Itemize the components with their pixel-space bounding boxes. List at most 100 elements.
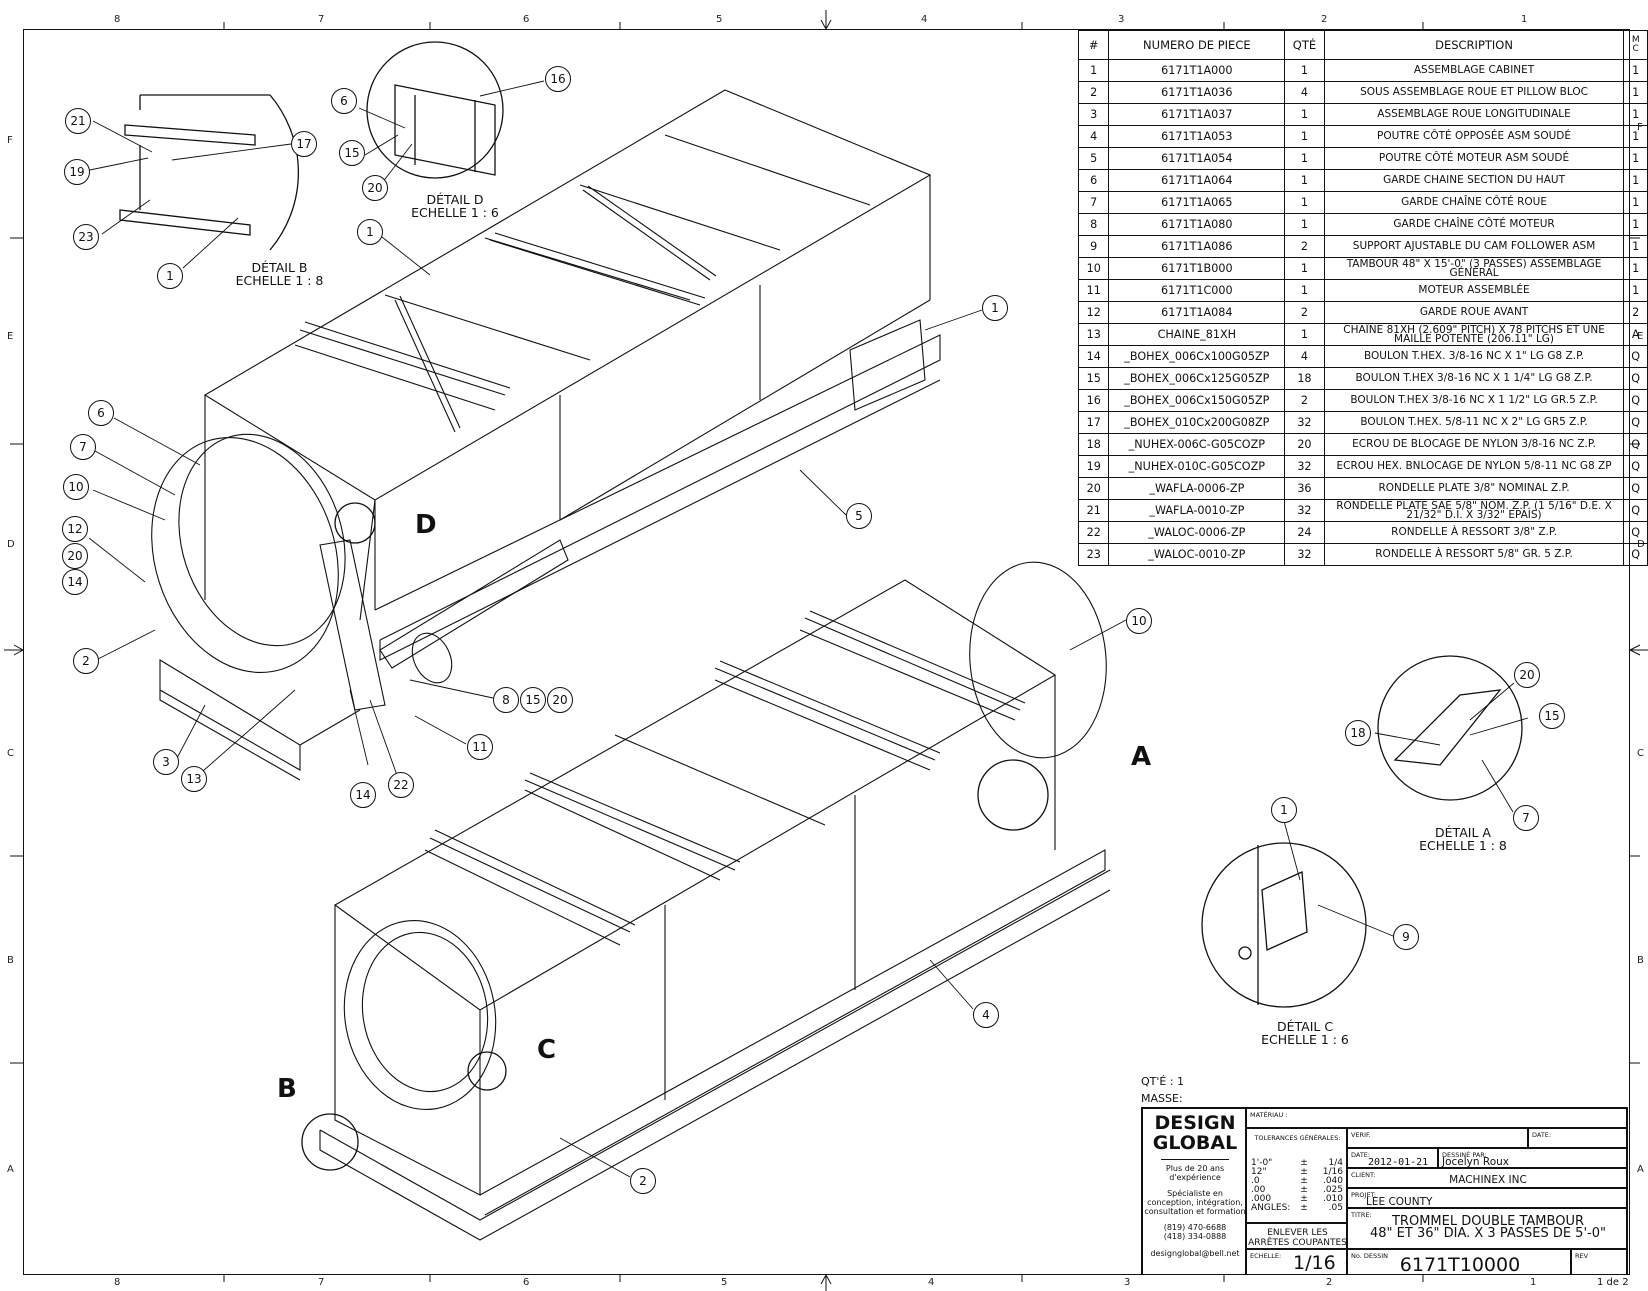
project-value: LEE COUNTY <box>1366 1196 1433 1208</box>
balloon-20-detail-a: 20 <box>1514 662 1540 688</box>
balloon-13: 13 <box>181 766 207 792</box>
balloon-8: 8 <box>493 687 519 713</box>
bom-part: 6171T1A053 <box>1108 125 1286 148</box>
bom-qty: 1 <box>1284 213 1325 236</box>
bom-qty: 4 <box>1284 81 1325 104</box>
bom-part: _BOHEX_006Cx150G05ZP <box>1108 389 1286 412</box>
leader-lines <box>79 80 1529 1178</box>
material-cell: MATÉRIAU : <box>1246 1108 1627 1128</box>
bom-mc: Q <box>1623 345 1648 368</box>
bom-num: 13 <box>1077 323 1110 346</box>
balloon-20-upper: 20 <box>62 543 88 569</box>
bom-desc: SUPPORT AJUSTABLE DU CAM FOLLOWER ASM <box>1323 235 1625 258</box>
bom-mc: Q <box>1623 499 1648 522</box>
bom-qty: 1 <box>1284 323 1325 346</box>
bom-part: _WALOC-0010-ZP <box>1108 543 1286 566</box>
balloon-14-upper: 14 <box>62 569 88 595</box>
zone-right-A: A <box>1637 1164 1644 1175</box>
bom-num: 18 <box>1077 433 1110 456</box>
balloon-22: 22 <box>388 772 414 798</box>
bom-qty: 20 <box>1284 433 1325 456</box>
balloon-6-detail-d: 6 <box>331 88 357 114</box>
bom-num: 6 <box>1077 169 1110 192</box>
bom-qty: 2 <box>1284 235 1325 258</box>
balloon-10-upper: 10 <box>63 474 89 500</box>
bom-num: 22 <box>1077 521 1110 544</box>
drawn-by-cell: DESSINÉ PAR: Jocelyn Roux <box>1438 1148 1627 1168</box>
zone-top-7: 7 <box>318 14 325 25</box>
bom-qty: 32 <box>1284 455 1325 478</box>
bom-desc: ASSEMBLAGE ROUE LONGITUDINALE <box>1323 103 1625 126</box>
bom-num: 23 <box>1077 543 1110 566</box>
mass-label: MASSE: <box>1141 1092 1183 1105</box>
bom-desc: GARDE CHAÎNE CÔTÉ MOTEUR <box>1323 213 1625 236</box>
bom-desc: RONDELLE À RESSORT 5/8" GR. 5 Z.P. <box>1323 543 1625 566</box>
balloon-9: 9 <box>1393 924 1419 950</box>
balloon-15-detail-d: 15 <box>339 140 365 166</box>
bom-desc: BOULON T.HEX. 3/8-16 NC X 1" LG G8 Z.P. <box>1323 345 1625 368</box>
tolerance-c: .010 <box>1322 1194 1343 1204</box>
bom-part: 6171T1A036 <box>1108 81 1286 104</box>
bom-part: _BOHEX_006Cx100G05ZP <box>1108 345 1286 368</box>
bom-part: _WALOC-0006-ZP <box>1108 521 1286 544</box>
bom-num: 10 <box>1077 257 1110 280</box>
balloon-7-detail-a: 7 <box>1513 805 1539 831</box>
bom-desc: BOULON T.HEX 3/8-16 NC X 1 1/2" LG GR.5 … <box>1323 389 1625 412</box>
bom-mc: 1 <box>1623 213 1648 236</box>
detail-circles <box>119 41 1523 1171</box>
bom-num: 14 <box>1077 345 1110 368</box>
bom-desc: CHAÎNE 81XH (2.609" PITCH) X 78 PITCHS E… <box>1323 323 1625 346</box>
balloon-3: 3 <box>153 749 179 775</box>
bom-mc: Q <box>1623 455 1648 478</box>
zone-top-6: 6 <box>523 14 530 25</box>
bom-desc: GARDE CHAINE SECTION DU HAUT <box>1323 169 1625 192</box>
tolerance-b: ± <box>1300 1167 1308 1177</box>
bom-header-row: # NUMERO DE PIECE QTÉ DESCRIPTION M C <box>1077 30 1648 60</box>
company-info: Plus de 20 ans d'expérience Spécialiste … <box>1144 1164 1246 1258</box>
bom-part: 6171T1A037 <box>1108 103 1286 126</box>
bom-part: _WAFLA-0006-ZP <box>1108 477 1286 500</box>
bom-mc: A <box>1623 323 1648 346</box>
bom-mc: 1 <box>1623 257 1648 280</box>
bom-qty: 1 <box>1284 257 1325 280</box>
balloon-2-upper: 2 <box>73 648 99 674</box>
balloon-7: 7 <box>70 434 96 460</box>
zone-bottom-3: 3 <box>1124 1277 1131 1288</box>
tolerance-row: ANGLES:±.05 <box>1251 1204 1345 1213</box>
tolerance-row: .00±.025 <box>1251 1186 1345 1195</box>
bom-part: 6171T1A086 <box>1108 235 1286 258</box>
bom-qty: 4 <box>1284 345 1325 368</box>
bom-num: 8 <box>1077 213 1110 236</box>
balloon-16: 16 <box>545 66 571 92</box>
zone-bottom-4: 4 <box>928 1277 935 1288</box>
bom-qty: 18 <box>1284 367 1325 390</box>
bom-num: 20 <box>1077 477 1110 500</box>
bom-num: 12 <box>1077 301 1110 324</box>
zone-top-8: 8 <box>114 14 121 25</box>
tolerance-a: ANGLES: <box>1251 1203 1291 1213</box>
bom-header-num: # <box>1077 30 1110 60</box>
tolerance-row: 1'-0"±1/4 <box>1251 1159 1345 1168</box>
balloon-20-upper-b: 20 <box>547 687 573 713</box>
bom-part: 6171T1B000 <box>1108 257 1286 280</box>
tolerance-row: 12"±1/16 <box>1251 1168 1345 1177</box>
client-cell: CLIENT: MACHINEX INC <box>1347 1168 1627 1188</box>
bom-mc: 1 <box>1623 125 1648 148</box>
balloon-4: 4 <box>973 1002 999 1028</box>
balloon-5: 5 <box>846 503 872 529</box>
view-label-d: D <box>415 510 437 540</box>
zone-left-F: F <box>7 135 13 146</box>
bom-qty: 32 <box>1284 411 1325 434</box>
bom-desc: ASSEMBLAGE CABINET <box>1323 59 1625 82</box>
